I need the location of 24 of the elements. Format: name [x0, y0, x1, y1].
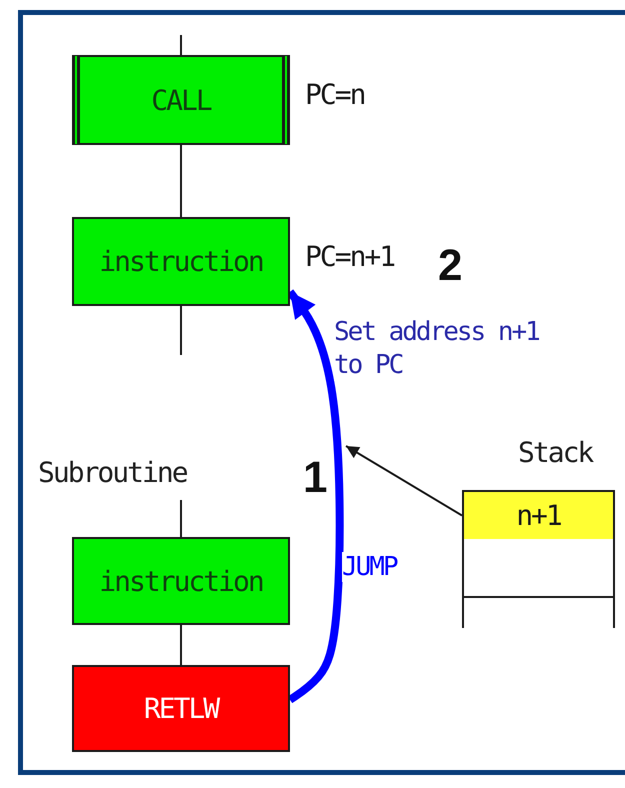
connector-line [180, 500, 182, 537]
arrow [345, 445, 463, 516]
connector-line [180, 306, 182, 355]
edge-label: JUMP [342, 552, 397, 582]
process-box [72, 55, 290, 145]
connector-line [180, 145, 182, 217]
pc-value: PC=n+1 [305, 240, 394, 273]
step-number: 2 [438, 240, 462, 292]
pc-value: PC=n [305, 78, 364, 111]
connector-line [180, 625, 182, 665]
process-box [72, 665, 290, 752]
connector-line [180, 35, 182, 55]
box-label: RETLW [144, 692, 218, 725]
step-number: 1 [303, 452, 328, 504]
box-label: CALL [151, 84, 211, 116]
stack-cell [462, 490, 615, 541]
stack-title: Stack [518, 435, 592, 470]
box-label: instruction [99, 564, 263, 598]
stack-cell [462, 539, 615, 598]
process-box [72, 537, 290, 625]
box-label: instruction [99, 245, 263, 278]
box-label: n+1 [516, 499, 561, 532]
process-box [72, 217, 290, 306]
section-title: Subroutine [38, 455, 187, 490]
